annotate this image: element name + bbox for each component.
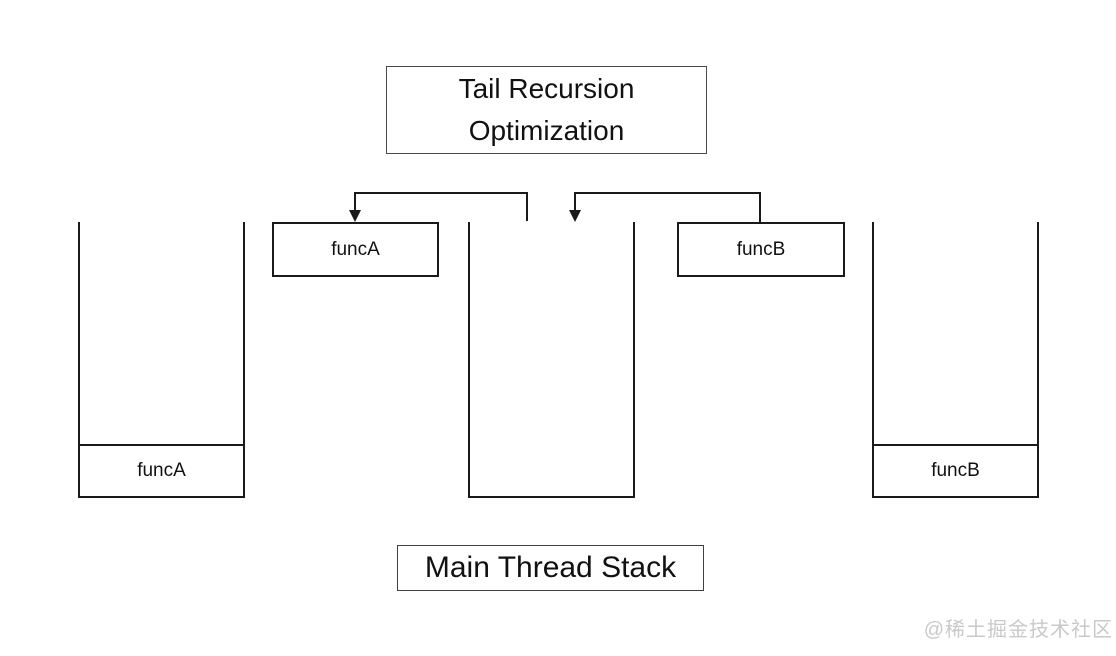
frame-funcA: funcA	[272, 222, 439, 277]
stack-right: funcB	[872, 222, 1039, 498]
title-line-2: Optimization	[468, 115, 625, 146]
watermark: @稀土掘金技术社区	[923, 619, 1113, 641]
frame-funcA-label: funcA	[331, 238, 380, 260]
stack-left: funcA	[78, 222, 245, 498]
stack-right-frame: funcB	[874, 444, 1037, 496]
arrow-funcB-to-stack-icon	[569, 192, 761, 224]
main-thread-stack-label: Main Thread Stack	[424, 551, 677, 584]
arrow-stack-to-funcA-icon	[349, 192, 528, 222]
stack-left-frame: funcA	[80, 444, 243, 496]
title-box: Tail Recursion Optimization	[386, 66, 707, 154]
stack-right-frame-label: funcB	[931, 460, 980, 481]
frame-funcB-label: funcB	[736, 238, 786, 260]
main-thread-stack-label-box: Main Thread Stack	[397, 545, 704, 591]
frame-funcB: funcB	[677, 222, 845, 277]
stack-left-frame-label: funcA	[137, 460, 186, 481]
stack-middle	[468, 222, 635, 498]
title-line-1: Tail Recursion	[458, 73, 635, 104]
